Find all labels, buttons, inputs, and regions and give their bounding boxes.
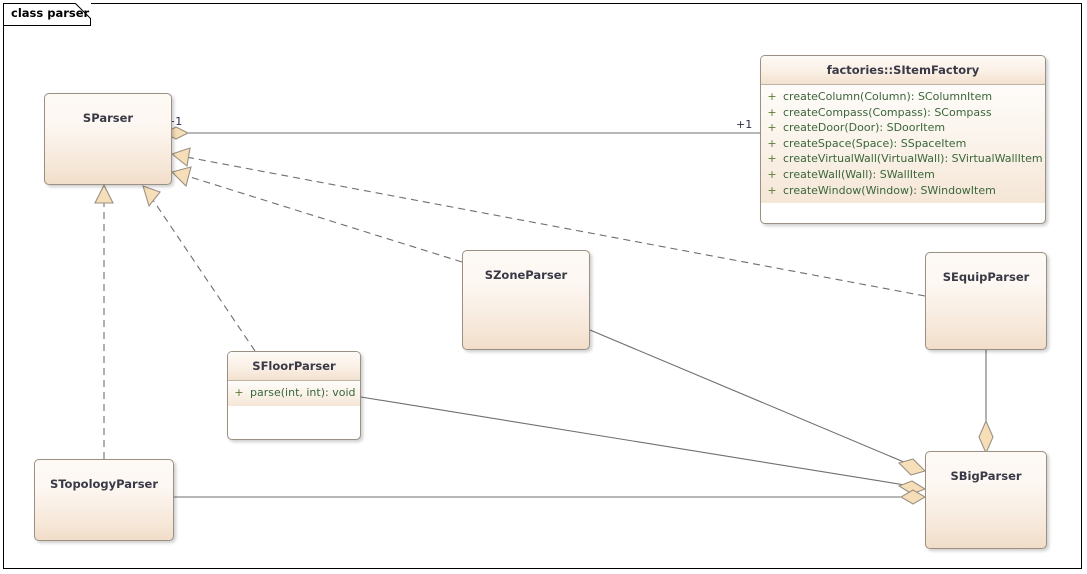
operations-compartment-sfloorparser: + parse(int, int): void <box>228 381 360 406</box>
class-name-stopologyparser: STopologyParser <box>49 477 159 491</box>
class-name-szoneparser: SZoneParser <box>484 268 568 282</box>
visibility-marker: + <box>767 105 777 119</box>
visibility-marker: + <box>767 121 777 135</box>
class-header-sitemfactory: factories::SItemFactory <box>761 56 1045 85</box>
frame-tab: class parser <box>3 3 91 26</box>
operation-row[interactable]: + createSpace(Space): SSpaceItem <box>761 136 1045 152</box>
visibility-marker: + <box>767 183 777 197</box>
operations-compartment-sitemfactory: + createColumn(Column): SColumnItem + cr… <box>761 85 1045 204</box>
class-header-sfloorparser: SFloorParser <box>228 352 360 381</box>
visibility-marker: + <box>767 152 777 166</box>
diagram-frame <box>3 3 1082 569</box>
operation-row[interactable]: + createDoor(Door): SDoorItem <box>761 120 1045 136</box>
operation-signature: parse(int, int): void <box>250 386 356 399</box>
operation-signature: createSpace(Space): SSpaceItem <box>783 136 967 150</box>
frame-tab-label: class parser <box>11 6 90 20</box>
operation-signature: createCompass(Compass): SCompass <box>783 105 992 119</box>
class-box-stopologyparser[interactable]: STopologyParser <box>34 459 174 541</box>
visibility-marker: + <box>767 167 777 181</box>
class-name-sfloorparser: SFloorParser <box>252 359 336 373</box>
class-box-sparser[interactable]: SParser <box>44 93 172 185</box>
operation-signature: createWindow(Window): SWindowItem <box>783 183 996 197</box>
class-name-sitemfactory: factories::SItemFactory <box>826 63 980 77</box>
operation-row[interactable]: + createWall(Wall): SWallItem <box>761 167 1045 183</box>
class-box-sequipparser[interactable]: SEquipParser <box>925 252 1047 350</box>
visibility-marker: + <box>767 136 777 150</box>
class-box-sitemfactory[interactable]: factories::SItemFactory + createColumn(C… <box>760 55 1046 224</box>
visibility-marker: + <box>234 386 244 399</box>
operation-row[interactable]: + createWindow(Window): SWindowItem <box>761 183 1045 199</box>
class-name-sbigparser: SBigParser <box>950 469 1022 483</box>
operation-signature: createVirtualWall(VirtualWall): SVirtual… <box>783 152 1043 166</box>
visibility-marker: + <box>767 90 777 103</box>
operation-signature: createDoor(Door): SDoorItem <box>783 121 946 135</box>
class-box-sfloorparser[interactable]: SFloorParser + parse(int, int): void <box>227 351 361 440</box>
multiplicity-sitemfactory-end: +1 <box>736 118 753 131</box>
operation-row[interactable]: + parse(int, int): void <box>228 385 360 401</box>
operation-row[interactable]: + createColumn(Column): SColumnItem <box>761 89 1045 105</box>
operation-row[interactable]: + createCompass(Compass): SCompass <box>761 105 1045 121</box>
operation-signature: createWall(Wall): SWallItem <box>783 167 935 181</box>
class-name-sparser: SParser <box>82 111 134 125</box>
operation-row[interactable]: + createVirtualWall(VirtualWall): SVirtu… <box>761 151 1045 167</box>
class-box-sbigparser[interactable]: SBigParser <box>925 451 1047 549</box>
class-name-sequipparser: SEquipParser <box>942 270 1030 284</box>
frame-tab-shape <box>3 3 91 26</box>
operation-signature: createColumn(Column): SColumnItem <box>783 90 993 103</box>
class-box-szoneparser[interactable]: SZoneParser <box>462 250 590 350</box>
